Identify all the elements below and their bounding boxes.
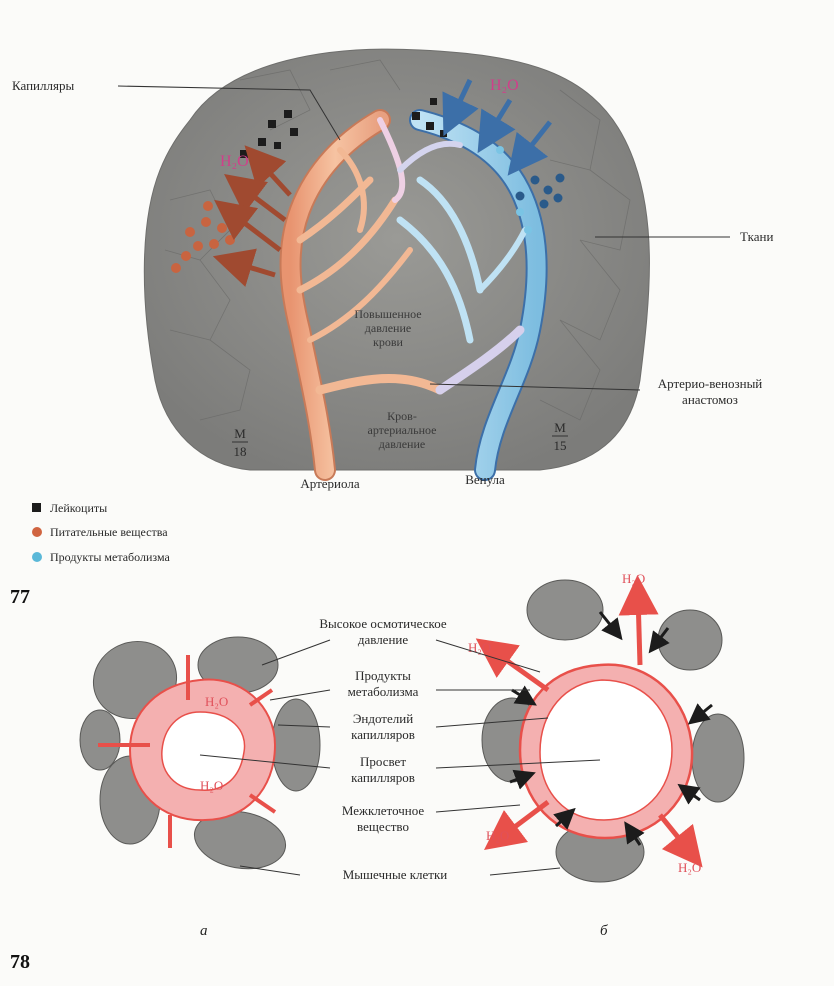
endo-line2: капилляров — [351, 727, 415, 742]
metab-line1: Продукты — [355, 668, 411, 683]
muscle-cells-label: Мышечные клетки — [343, 867, 448, 882]
panel-b: H₂O H₂O H₂O H₂O б — [468, 571, 744, 939]
lower-pressure-line2: артериальное — [368, 423, 437, 437]
legend-77: Лейкоциты Питательные вещества Продукты … — [32, 501, 170, 564]
legend-metabolite-swatch — [32, 552, 42, 562]
water-b-top: H₂O — [622, 571, 645, 586]
tissue-label: Ткани — [740, 229, 773, 244]
water-b-left-top: H₂O — [468, 640, 491, 655]
figure-77-number: 77 — [10, 586, 30, 608]
lower-pressure-line1: Кров- — [387, 409, 417, 423]
metab-line2: метаболизма — [348, 684, 419, 699]
panel-a: H₂O H₂O а — [80, 630, 320, 939]
panel-a-letter: а — [200, 923, 208, 939]
interstitial-line2: вещество — [357, 819, 409, 834]
panel-b-letter: б — [600, 923, 608, 939]
water-left-label: H₂O — [220, 153, 249, 170]
oncotic-line1: Высокое осмотическое — [319, 616, 447, 631]
figure-78: H₂O H₂O а — [10, 571, 744, 973]
endo-line1: Эндотелий — [353, 711, 413, 726]
water-a-1: H₂O — [205, 694, 228, 709]
venule-label: Венула — [465, 472, 505, 487]
anastomosis-line2: анастомоз — [682, 392, 738, 407]
lumen-line1: Просвет — [360, 754, 406, 769]
legend-nutrient-swatch — [32, 527, 42, 537]
capillary-label: Капилляры — [12, 78, 74, 93]
interstitial-line1: Межклеточное — [342, 803, 425, 818]
center-pressure-line3: крови — [373, 335, 403, 349]
mark-left-bottom: 18 — [234, 444, 247, 459]
center-pressure-line1: Повышенное — [354, 307, 421, 321]
center-pressure-line2: давление — [365, 321, 411, 335]
water-right-label: H₂O — [490, 77, 519, 94]
figure-77: H₂O H₂O Повышенное давление крови Кров- … — [10, 49, 773, 608]
mark-right-bottom: 15 — [554, 438, 567, 453]
oncotic-line2: давление — [358, 632, 409, 647]
figure-78-number: 78 — [10, 951, 30, 973]
legend-leukocyte-swatch — [32, 503, 41, 512]
legend-metabolite-label: Продукты метаболизма — [50, 550, 170, 564]
water-b-left-bottom: H₂O — [486, 828, 509, 843]
mark-right-top: M — [554, 420, 566, 435]
water-a-2: H₂O — [200, 778, 223, 793]
legend-nutrient-label: Питательные вещества — [50, 525, 168, 539]
lumen-line2: капилляров — [351, 770, 415, 785]
legend-leukocyte-label: Лейкоциты — [50, 501, 107, 515]
anastomosis-line1: Артерио-венозный — [658, 376, 763, 391]
mark-left-top: M — [234, 426, 246, 441]
tissue-mass — [144, 49, 649, 470]
lower-pressure-line3: давление — [379, 437, 425, 451]
capillary-lumen-b — [540, 680, 672, 820]
water-b-bottom: H₂O — [678, 860, 701, 875]
arteriole-label: Артериола — [300, 476, 359, 491]
